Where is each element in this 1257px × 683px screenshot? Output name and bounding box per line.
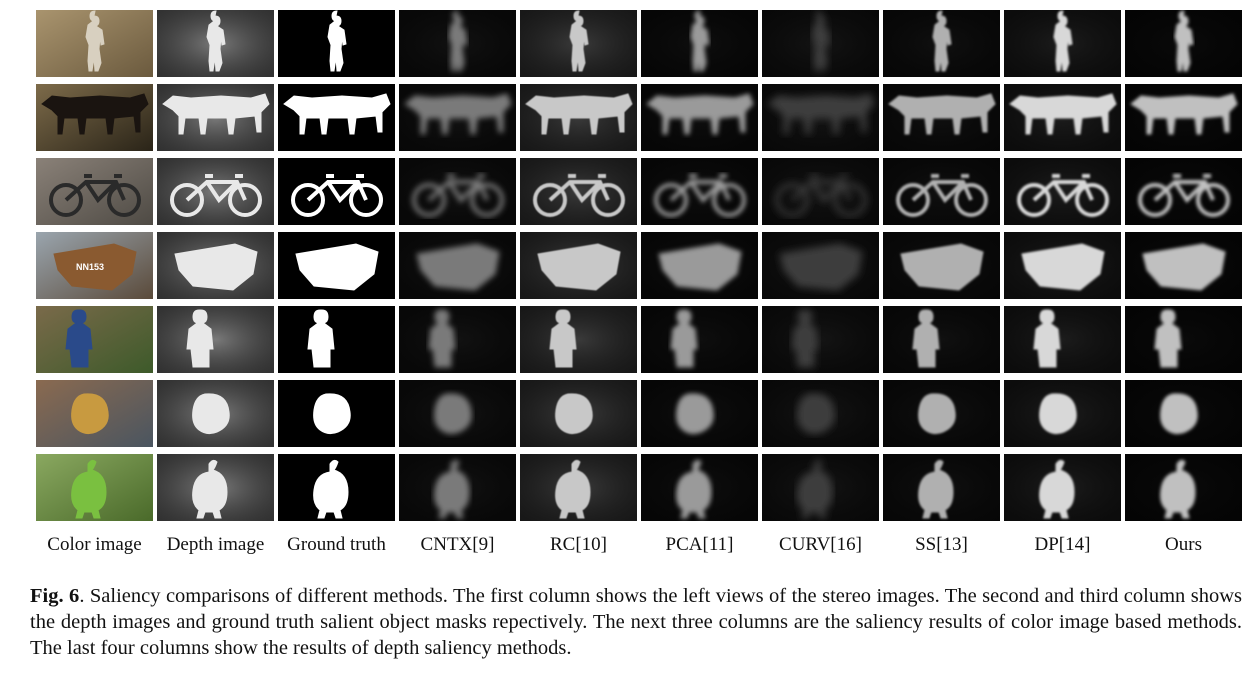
thumb-fish-col-1 [157,380,274,447]
thumb-statue-col-1 [157,10,274,77]
thumb-boat-col-7 [883,232,1000,299]
thumb-horses-col-0 [36,84,153,151]
caption-label: Fig. 6 [30,585,80,607]
thumb-fish-col-0 [36,380,153,447]
thumb-bicycle-col-1 [157,158,274,225]
thumb-monster-col-0 [36,454,153,521]
thumb-people-col-1 [157,306,274,373]
caption-text: . Saliency comparisons of different meth… [30,585,1242,659]
thumb-monster-col-1 [157,454,274,521]
thumb-people-col-6 [762,306,879,373]
thumb-statue-col-9 [1125,10,1242,77]
thumb-monster-col-8 [1004,454,1121,521]
thumb-people-col-2 [278,306,395,373]
thumb-fish-col-9 [1125,380,1242,447]
thumb-fish-col-2 [278,380,395,447]
thumb-horses-col-1 [157,84,274,151]
column-labels: Color image Depth image Ground truth CNTX[9… [36,534,1242,556]
thumb-horses-col-2 [278,84,395,151]
column-label-2: Ground truth [287,534,386,555]
thumb-statue-col-6 [762,10,879,77]
thumb-horses-col-7 [883,84,1000,151]
thumb-statue-col-3 [399,10,516,77]
thumb-fish-col-5 [641,380,758,447]
thumb-horses-col-5 [641,84,758,151]
thumb-monster-col-6 [762,454,879,521]
thumb-horses-col-8 [1004,84,1121,151]
thumb-people-col-8 [1004,306,1121,373]
column-label-9: Ours [1165,534,1202,555]
thumb-bicycle-col-5 [641,158,758,225]
column-label-7: SS[13] [915,534,968,555]
thumb-fish-col-4 [520,380,637,447]
figure-caption: Fig. 6. Saliency comparisons of differen… [30,583,1242,661]
thumb-fish-col-7 [883,380,1000,447]
thumb-people-col-5 [641,306,758,373]
thumb-fish-col-3 [399,380,516,447]
thumb-people-col-9 [1125,306,1242,373]
thumb-horses-col-4 [520,84,637,151]
thumb-boat-col-5 [641,232,758,299]
thumb-bicycle-col-8 [1004,158,1121,225]
thumb-bicycle-col-7 [883,158,1000,225]
saliency-image-grid: NN153 [36,10,1242,521]
thumb-bicycle-col-3 [399,158,516,225]
thumb-boat-col-0: NN153 [36,232,153,299]
thumb-monster-col-5 [641,454,758,521]
thumb-bicycle-col-4 [520,158,637,225]
thumb-bicycle-col-6 [762,158,879,225]
thumb-monster-col-9 [1125,454,1242,521]
thumb-fish-col-6 [762,380,879,447]
thumb-monster-col-7 [883,454,1000,521]
thumb-boat-col-2 [278,232,395,299]
thumb-boat-col-6 [762,232,879,299]
thumb-statue-col-2 [278,10,395,77]
thumb-statue-col-4 [520,10,637,77]
thumb-monster-col-3 [399,454,516,521]
thumb-statue-col-8 [1004,10,1121,77]
thumb-people-col-0 [36,306,153,373]
thumb-horses-col-6 [762,84,879,151]
column-label-5: PCA[11] [665,534,734,555]
thumb-boat-col-3 [399,232,516,299]
thumb-monster-col-2 [278,454,395,521]
column-label-8: DP[14] [1034,534,1091,555]
column-label-3: CNTX[9] [420,534,495,555]
thumb-bicycle-col-0 [36,158,153,225]
thumb-statue-col-7 [883,10,1000,77]
thumb-boat-col-4 [520,232,637,299]
thumb-boat-col-9 [1125,232,1242,299]
thumb-people-col-7 [883,306,1000,373]
thumb-bicycle-col-9 [1125,158,1242,225]
column-label-4: RC[10] [550,534,607,555]
thumb-fish-col-8 [1004,380,1121,447]
column-label-0: Color image [47,534,142,555]
thumb-boat-col-1 [157,232,274,299]
thumb-statue-col-5 [641,10,758,77]
svg-text:NN153: NN153 [76,262,104,272]
thumb-bicycle-col-2 [278,158,395,225]
thumb-horses-col-3 [399,84,516,151]
column-label-6: CURV[16] [779,534,862,555]
thumb-horses-col-9 [1125,84,1242,151]
thumb-statue-col-0 [36,10,153,77]
thumb-monster-col-4 [520,454,637,521]
thumb-people-col-4 [520,306,637,373]
thumb-boat-col-8 [1004,232,1121,299]
thumb-people-col-3 [399,306,516,373]
column-label-1: Depth image [166,534,265,555]
